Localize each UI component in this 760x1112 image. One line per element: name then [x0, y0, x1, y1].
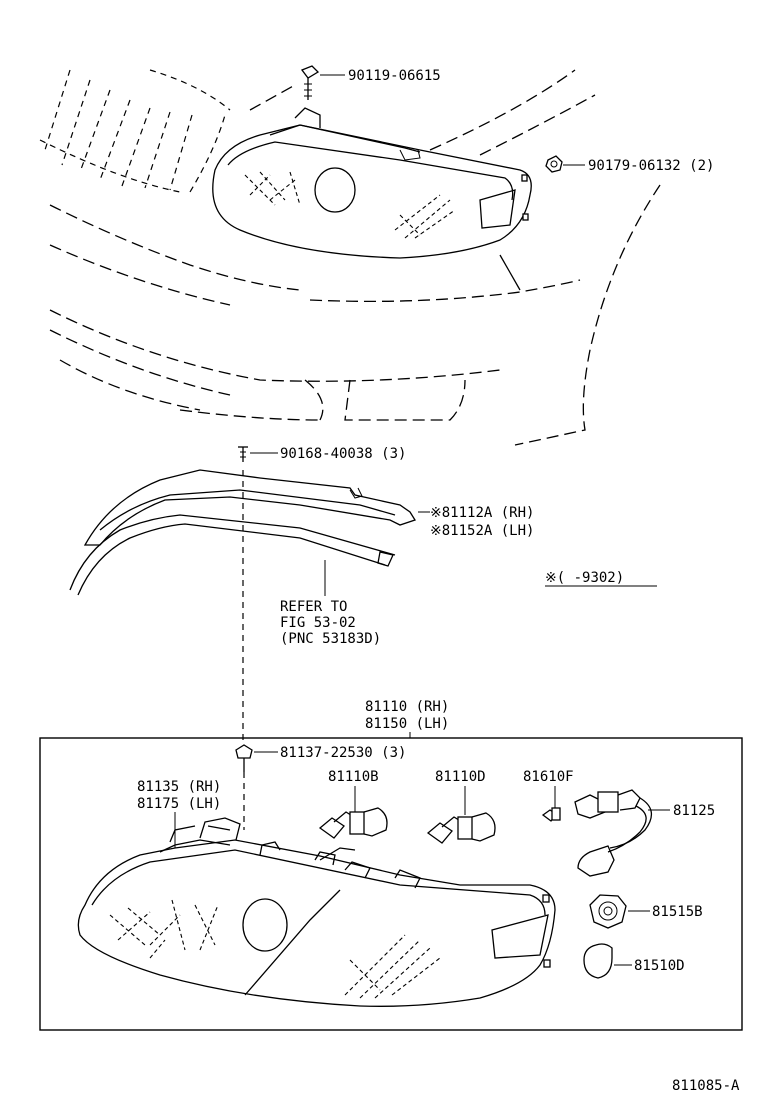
callout-90179-06132: 90179-06132 (2)	[588, 158, 714, 174]
bulb-81510D	[583, 943, 632, 979]
screw-81137-22530	[235, 744, 278, 772]
applicability-note: ※( -9302)	[545, 570, 657, 587]
callout-81125: 81125	[673, 803, 715, 819]
callout-81152A: ※81152A (LH)	[430, 523, 534, 539]
vehicle-body-context	[39, 69, 661, 446]
refer-note: REFER TO FIG 53-02 (PNC 53183D)	[280, 599, 381, 647]
callout-81135-RH: 81135 (RH)	[137, 779, 221, 795]
extension-molding-illustration	[69, 469, 430, 596]
refer-note-line3: (PNC 53183D)	[280, 631, 381, 647]
callout-81515B: 81515B	[652, 904, 703, 920]
callout-81175-LH: 81175 (LH)	[137, 796, 221, 812]
grille-illustration	[39, 69, 231, 193]
callout-81150-LH: 81150 (LH)	[365, 716, 449, 732]
socket-81515B	[589, 894, 650, 929]
callout-90168-40038: 90168-40038 (3)	[280, 446, 406, 462]
callout-81137-22530: 81137-22530 (3)	[280, 745, 406, 761]
bolt-90119-06615	[300, 65, 345, 100]
callout-81110B: 81110B	[328, 769, 379, 785]
upper-headlamp-illustration	[212, 107, 532, 291]
assembly-box	[39, 737, 743, 1031]
applicability-note-text: ※( -9302)	[545, 570, 624, 586]
bulb-81110D	[426, 812, 496, 844]
callout-81112A: ※81112A (RH)	[430, 505, 534, 521]
figure-number: 811085-A	[672, 1078, 740, 1094]
socket-wire-81125	[574, 789, 670, 877]
refer-note-line1: REFER TO	[280, 599, 347, 615]
upper-lens-hatching	[244, 171, 456, 239]
callout-81510D: 81510D	[634, 958, 685, 974]
callout-81610F: 81610F	[523, 769, 574, 785]
lower-headlamp-illustration	[77, 817, 556, 1007]
bulb-81610F	[541, 807, 561, 822]
screw-90168-40038	[238, 446, 278, 462]
callout-81110-RH: 81110 (RH)	[365, 699, 449, 715]
bulb-81110B	[318, 807, 388, 839]
callout-81110D: 81110D	[435, 769, 486, 785]
callout-90119-06615: 90119-06615	[348, 68, 441, 84]
lower-lens-hatching	[109, 899, 441, 999]
nut-90179-06132	[545, 155, 585, 173]
refer-note-line2: FIG 53-02	[280, 615, 356, 631]
